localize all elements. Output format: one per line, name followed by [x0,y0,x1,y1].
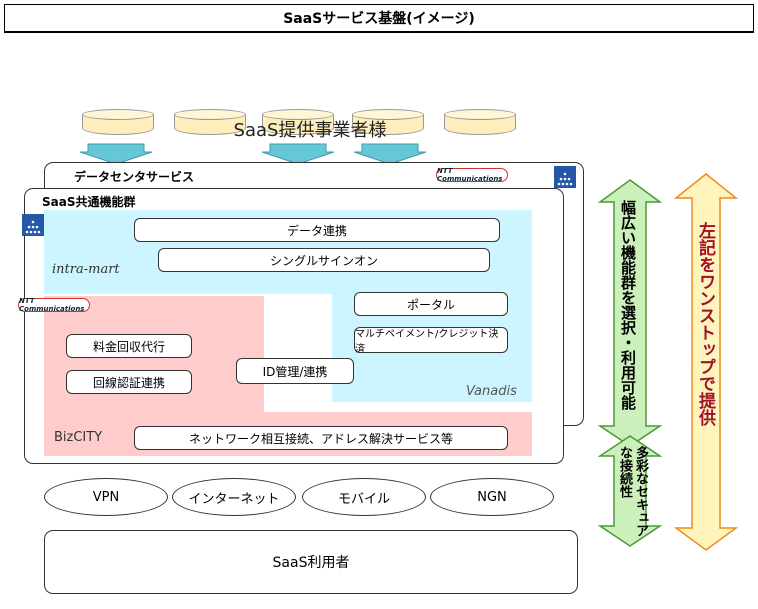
right-arrows [597,173,739,551]
wide-functions-label: 幅広い機能群を選択・利用可能 [619,200,637,410]
billing-box: 料金回収代行 [66,334,192,358]
provider-arrows [80,143,427,164]
common-functions-title: SaaS共通機能群 [42,195,136,209]
internet-oval: インターネット [172,478,296,516]
page-title: SaaSサービス基盤(イメージ) [4,4,754,32]
onestop-label: 左記をワンストップで提供 [695,222,715,426]
intramart-logo: intra-mart [52,262,120,277]
database-icon [82,109,154,135]
providers-label: SaaS提供事業者様 [233,120,387,141]
vpn-oval: VPN [44,478,168,516]
green-arrow-lower [597,435,663,547]
ngn-oval: NGN [430,478,554,516]
ntt-communications-logo: NTT Communications [436,167,508,183]
orange-arrow [673,173,739,551]
ntt-communications-logo: NTT Communications [18,297,90,313]
saas-users-box: SaaS利用者 [44,530,578,594]
datacenter-title: データセンタサービス [74,170,195,184]
title-divider [4,32,754,33]
line-auth-box: 回線認証連携 [66,370,192,394]
ntt-data-logo [554,166,576,188]
vanadis-logo: Vanadis [466,384,517,399]
database-icon [352,109,424,135]
id-management-box: ID管理/連携 [236,358,354,384]
secure-connectivity-label: 多彩なセキュアな接続性 [617,446,648,537]
network-services-box: ネットワーク相互接続、アドレス解決サービス等 [134,426,508,450]
multipayment-box: マルチペイメント/クレジット決済 [354,327,508,355]
mobile-oval: モバイル [302,478,426,516]
data-link-box: データ連携 [134,218,500,242]
bizcity-logo: BizCITY [54,430,103,445]
database-icon [174,109,246,135]
database-icon [262,109,334,135]
sso-box: シングルサインオン [158,248,490,272]
portal-box: ポータル [354,292,508,316]
ntt-data-logo [22,214,44,236]
database-icon [444,109,516,135]
